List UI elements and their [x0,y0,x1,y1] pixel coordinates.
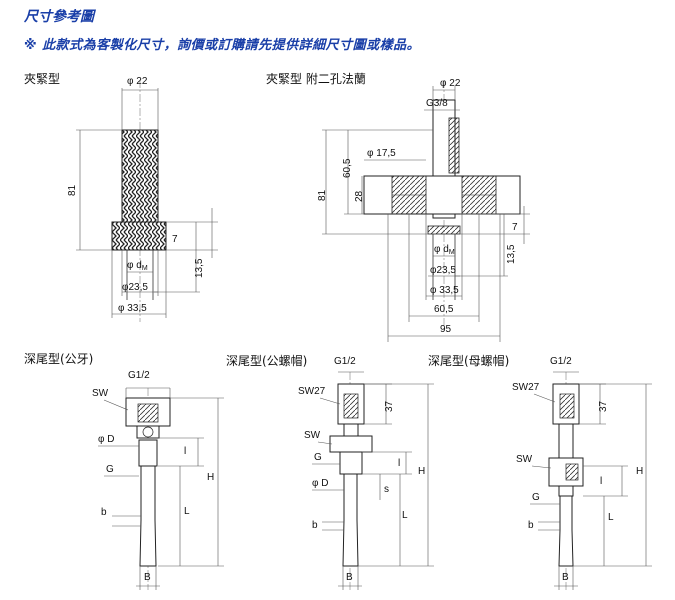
label-sw27-female-nut: SW27 [512,382,540,393]
drawing-deep-male: G1/2 SW φ D G H l L b B [92,370,224,590]
dim-phi-dm-flange: φ dM [434,244,455,256]
drawing-clamp-flange: φ 22 G3/8 φ 17,5 81 60,5 28 7 13,5 φ dM … [317,78,530,342]
label-l-female-nut: L [608,512,614,523]
section-label-clamp-flange: 夾緊型 附二孔法蘭 [266,72,366,86]
dim-phi-22: φ 22 [127,76,148,87]
dim-95: 95 [440,324,452,335]
label-s-male-nut: s [384,484,389,495]
label-l-small-female-nut: l [600,476,602,487]
dim-phi-23-5-flange: φ23,5 [430,265,456,276]
dim-13-5-flange: 13,5 [506,244,517,264]
label-phi-d-male: φ D [98,434,114,445]
label-sw-female-nut: SW [516,454,533,465]
dim-g-1-2-female-nut: G1/2 [550,356,572,367]
label-b-female-nut: b [528,520,534,531]
dim-phi-17-5: φ 17,5 [367,148,396,159]
dim-g-3-8: G3/8 [426,98,448,109]
dim-60-5-v: 60,5 [342,158,353,178]
label-l-small-male: l [184,446,186,457]
label-h-male-nut: H [418,466,425,477]
label-bb-male: B [144,572,151,583]
dim-81-flange: 81 [317,189,328,201]
dim-81: 81 [67,184,78,196]
dim-13-5: 13,5 [194,258,205,278]
dim-phi-33-5-flange: φ 33,5 [430,285,459,296]
label-b-male: b [101,507,107,518]
label-sw-male: SW [92,388,109,399]
section-label-deep-male: 深尾型(公牙) [24,352,94,366]
drawing-deep-female-nut: G1/2 SW27 SW G 37 H l L b B [512,356,652,590]
dim-phi-33-5: φ 33,5 [118,303,147,314]
label-g-male-nut: G [314,452,322,463]
page-title: 尺寸參考圖 [24,9,94,25]
dim-g-1-2-male-nut: G1/2 [334,356,356,367]
dim-7: 7 [172,234,178,245]
dim-phi-23-5: φ23,5 [122,282,148,293]
dim-37-male-nut: 37 [384,400,395,412]
label-sw27-male-nut: SW27 [298,386,326,397]
dim-7-flange: 7 [512,222,518,233]
label-h-female-nut: H [636,466,643,477]
label-sw-male-nut: SW [304,430,321,441]
dim-60-5-h: 60,5 [434,304,454,315]
dim-g-1-2-male: G1/2 [128,370,150,381]
label-bb-male-nut: B [346,572,353,583]
custom-size-note: ※ 此款式為客製化尺寸，詢價或訂購請先提供詳細尺寸圖或樣品。 [24,38,421,53]
label-b-male-nut: b [312,520,318,531]
dim-phi-22-flange: φ 22 [440,78,461,89]
drawing-clamp: φ 22 81 7 13,5 φ dM φ23,5 φ 33,5 [67,76,218,322]
dim-37-female-nut: 37 [598,400,609,412]
label-h-male: H [207,472,214,483]
section-label-deep-male-nut: 深尾型(公螺帽) [226,354,308,368]
section-label-deep-female-nut: 深尾型(母螺帽) [428,354,510,368]
dim-phi-dm: φ dM [127,260,148,272]
label-l-male-nut: L [402,510,408,521]
label-g-male: G [106,464,114,475]
dim-28: 28 [354,190,365,202]
label-l-small-male-nut: l [398,458,400,469]
label-g-female-nut: G [532,492,540,503]
drawing-deep-male-nut: G1/2 SW27 SW G φ D 37 H l s L b [298,356,434,590]
label-bb-female-nut: B [562,572,569,583]
section-label-clamp: 夾緊型 [24,72,61,86]
label-l-male: L [184,506,190,517]
label-phi-d-male-nut: φ D [312,478,328,489]
